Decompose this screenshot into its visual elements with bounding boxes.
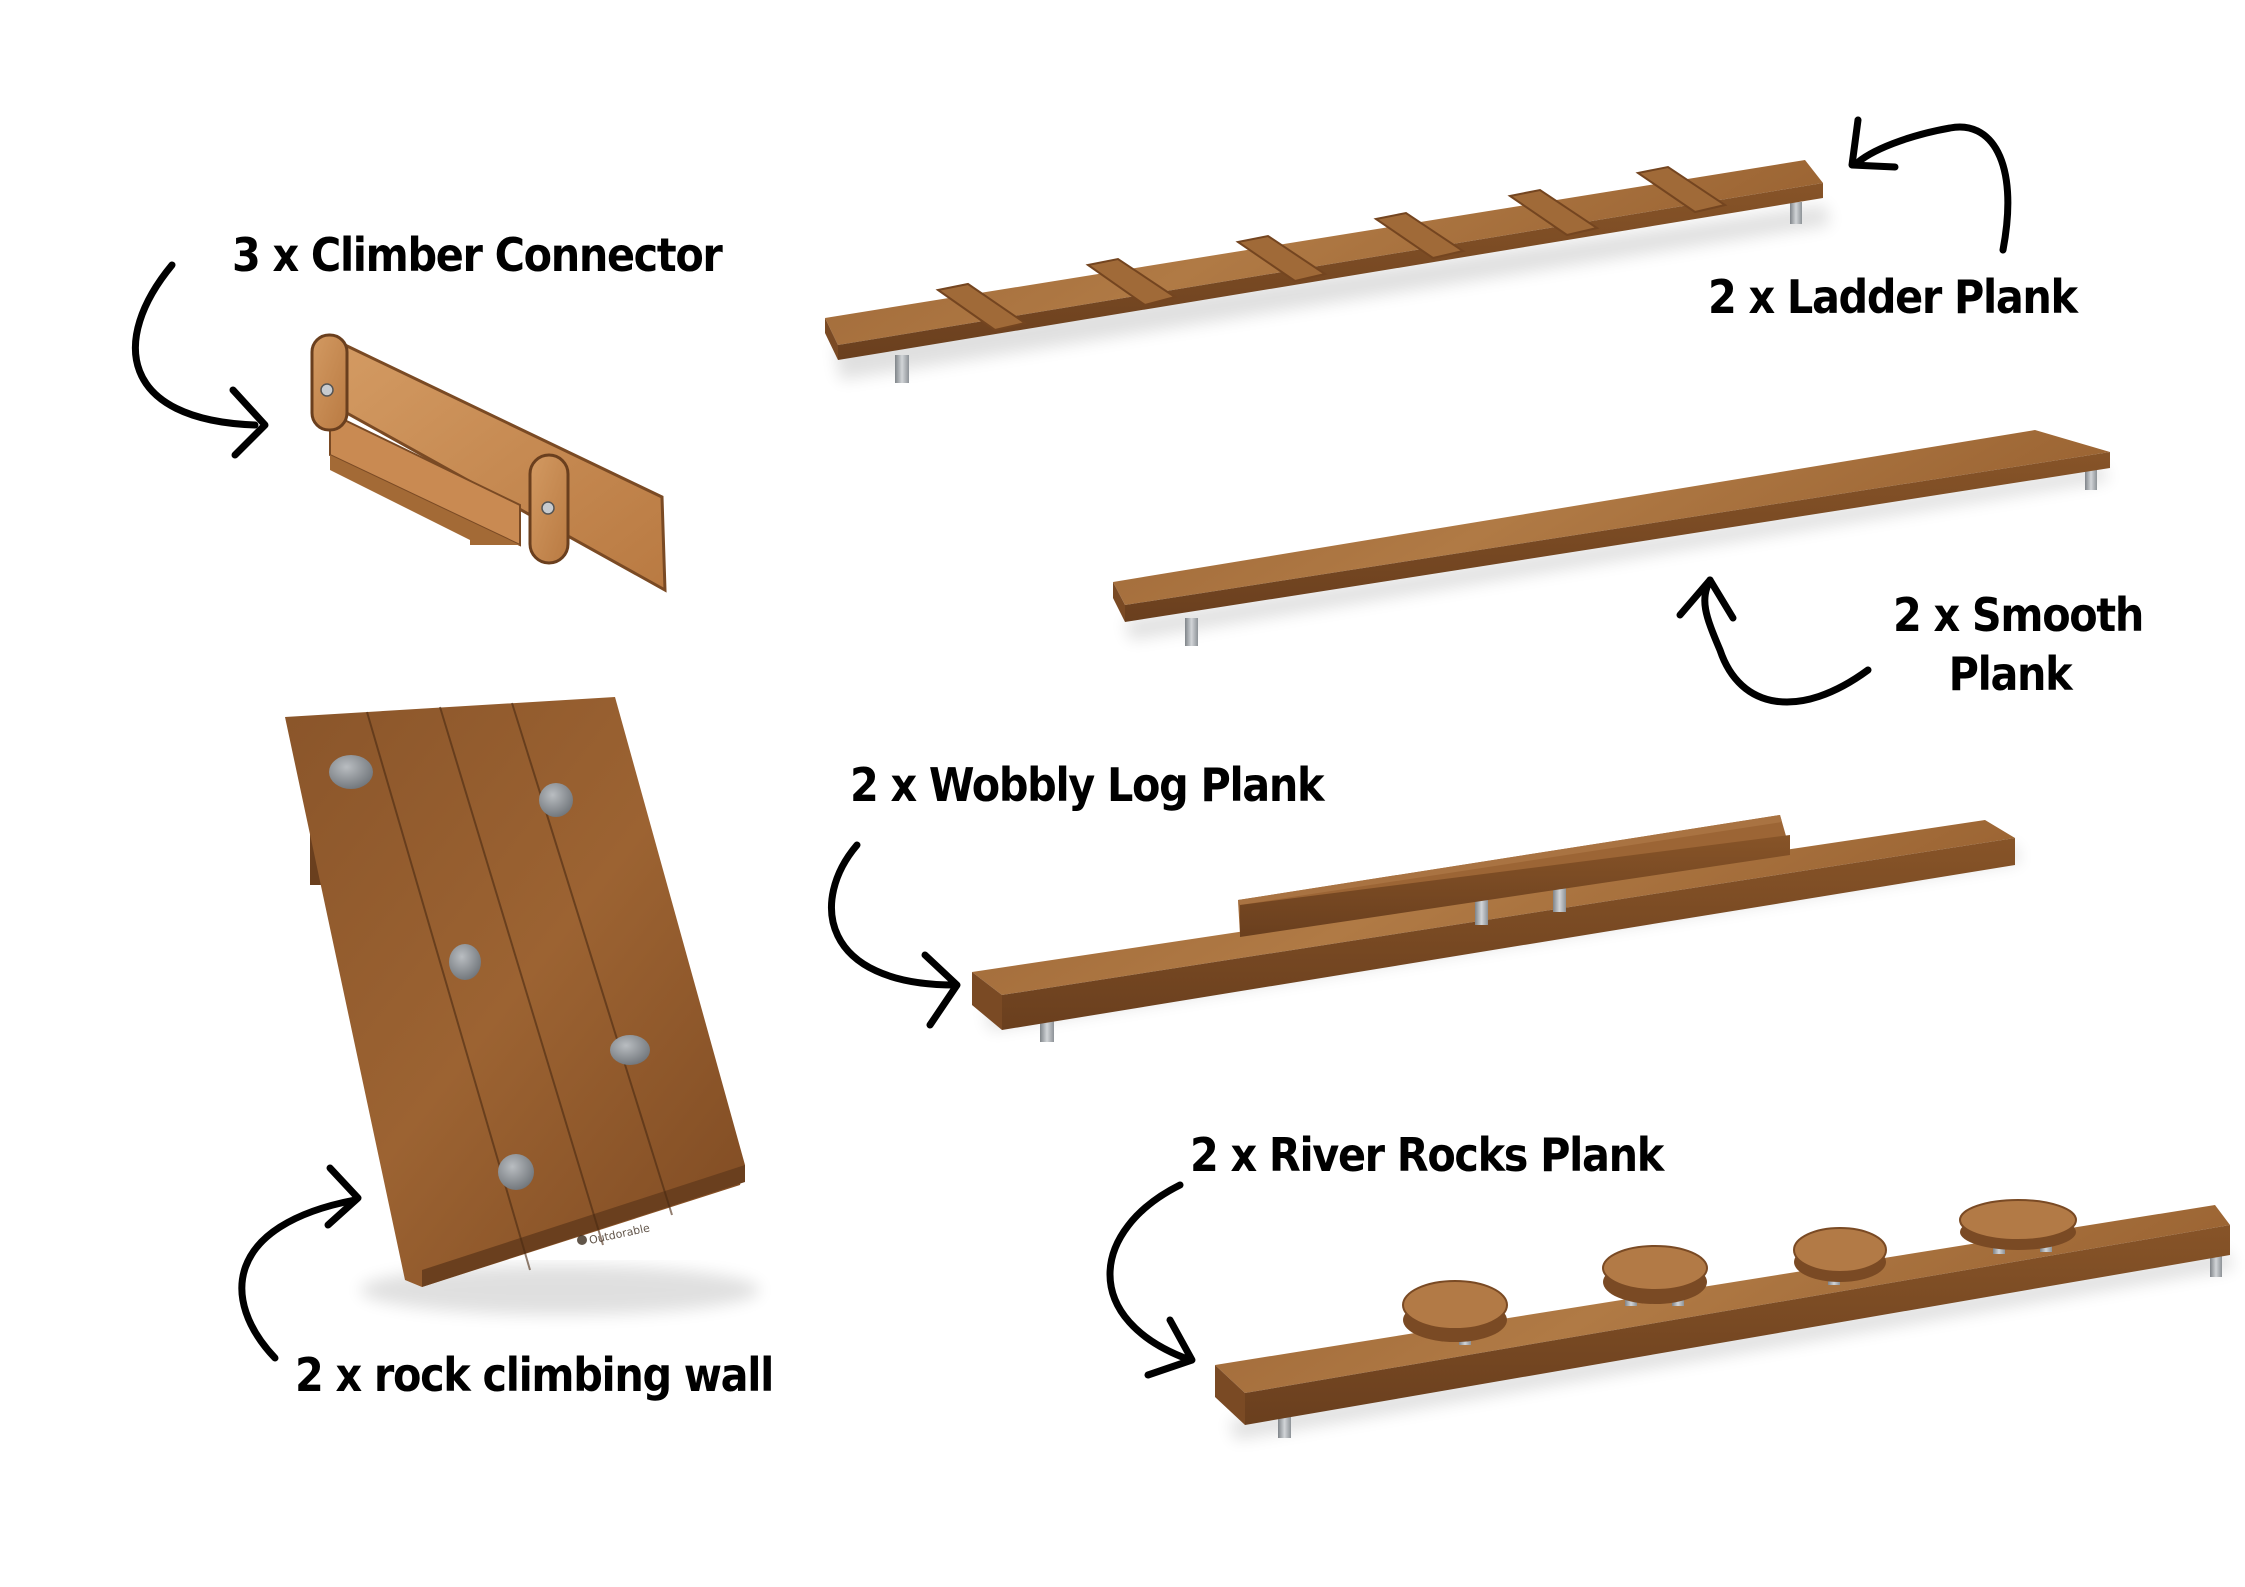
- ladder-rungs: [935, 165, 1728, 332]
- stepping-stone: [1602, 1245, 1708, 1306]
- stepping-stones: [1402, 1199, 2077, 1345]
- smooth-plank-label: 2 x Smooth Plank: [1893, 588, 2144, 701]
- arrows: [131, 116, 2012, 1379]
- metal-leg: [2210, 1255, 2222, 1277]
- metal-leg: [1475, 895, 1488, 925]
- ladder-plank-label: 2 x Ladder Plank: [1708, 270, 2078, 324]
- wall-panel: [285, 697, 745, 1287]
- ladder-plank-image: [825, 160, 1830, 383]
- climbing-hold: [610, 1035, 650, 1065]
- connector-clamp: [310, 333, 349, 432]
- climber-connector-label: 3 x Climber Connector: [232, 228, 723, 282]
- metal-leg: [1790, 202, 1802, 224]
- climber-connector-image: [310, 333, 667, 593]
- smooth-plank-arrow: [1676, 576, 1872, 706]
- metal-leg: [1185, 618, 1198, 646]
- metal-leg: [2085, 468, 2097, 490]
- metal-leg: [895, 355, 909, 383]
- climbing-hold: [449, 944, 481, 980]
- river-rocks-plank-label: 2 x River Rocks Plank: [1190, 1128, 1664, 1182]
- stepping-stone: [1959, 1199, 2077, 1254]
- climbing-holds: [329, 755, 650, 1190]
- wobbly-log-plank-image: [972, 815, 2020, 1042]
- wobbly-log-plank-arrow: [828, 841, 961, 1029]
- stepping-stone: [1793, 1227, 1887, 1285]
- bolt-icon: [320, 383, 334, 397]
- rock-climbing-wall-label: 2 x rock climbing wall: [295, 1348, 774, 1402]
- climbing-hold: [539, 783, 573, 817]
- wobbly-log-plank-label: 2 x Wobbly Log Plank: [850, 758, 1325, 812]
- climbing-hold: [329, 755, 373, 789]
- river-rocks-plank-arrow: [1106, 1181, 1196, 1379]
- smooth-plank-label-line1: 2 x Smooth: [1893, 588, 2144, 642]
- smooth-plank-image: [1113, 430, 2110, 646]
- rock-climbing-wall-arrow: [238, 1164, 362, 1362]
- rock-climbing-wall-image: Outdorable: [285, 697, 760, 1315]
- ladder-plank-arrow: [1848, 116, 2012, 254]
- heart-logo-icon: [577, 1235, 587, 1245]
- smooth-plank-label-line2: Plank: [1948, 646, 2073, 701]
- climber-connector-arrow: [131, 261, 269, 459]
- bolt-icon: [541, 501, 555, 515]
- stepping-stone: [1402, 1280, 1508, 1345]
- river-rocks-plank-image: [1215, 1199, 2235, 1440]
- climbing-hold: [498, 1154, 534, 1190]
